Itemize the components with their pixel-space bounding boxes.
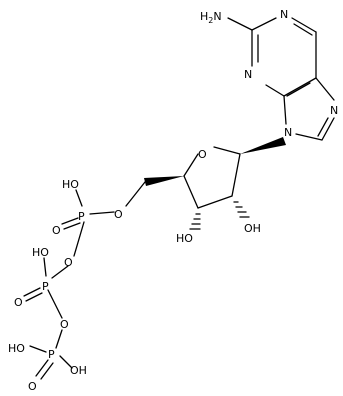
bond-oester-p1 <box>89 211 115 215</box>
bond-p3-o-double-a <box>35 359 49 377</box>
label-ho-p3: HO <box>8 342 25 355</box>
bond-p1-ho <box>75 189 83 207</box>
bond-c5-c4-double <box>286 82 311 97</box>
label-n7: N <box>330 104 338 117</box>
wedge-c1-n9 <box>240 137 286 154</box>
bond-n7-c8 <box>321 117 335 141</box>
bond-c2-nh2 <box>227 17 253 31</box>
wedge-c4-c5 <box>144 176 184 186</box>
label-o-p2-double: O <box>14 296 23 309</box>
label-o-bridge-2: O <box>60 318 69 331</box>
label-h2n: H2N <box>200 10 222 25</box>
bond-p1-obridge <box>73 221 85 257</box>
bond-c1-c2 <box>231 153 241 197</box>
hash-c3-ho <box>189 213 201 230</box>
bond-p1-o-double-b <box>63 222 81 230</box>
bond-c5-c4 <box>283 77 317 97</box>
label-ho-p1: HO <box>62 178 79 191</box>
label-p1: P <box>78 210 85 223</box>
bond-p1-o-double-a <box>61 217 79 225</box>
bond-p3-ho <box>29 345 47 353</box>
bond-c2-n1 <box>251 17 277 31</box>
bond-c5-n7 <box>315 77 335 101</box>
label-o-p1-double: O <box>52 224 61 237</box>
label-n3: N <box>244 68 252 81</box>
bond-n7-c8-double <box>317 117 329 137</box>
label-o4: O <box>198 148 207 161</box>
bond-n9-c4 <box>283 95 287 125</box>
bond-c8-n9 <box>295 133 323 141</box>
label-n1: N <box>280 8 288 21</box>
bond-p3-oh <box>59 355 73 369</box>
bond-obridge2-p3 <box>55 329 63 349</box>
label-n9: N <box>284 126 292 139</box>
bond-p2-o-double-b <box>25 292 43 302</box>
label-p3: P <box>48 348 55 361</box>
label-oh-c2: OH <box>244 222 261 235</box>
bond-p3-o-double-b <box>40 362 54 380</box>
bond-c5-oester <box>125 181 146 207</box>
bond-c4-n3 <box>265 84 285 97</box>
label-ho-c3: HO <box>176 232 193 245</box>
bond-c4-o4 <box>183 153 199 177</box>
bond-p2-o-double-a <box>23 287 41 297</box>
bond-o4-c1 <box>213 146 241 155</box>
label-ho-p2: HO <box>32 246 49 259</box>
label-o-ester: O <box>114 208 123 221</box>
label-p2: P <box>42 280 49 293</box>
bond-n1-c6 <box>291 17 317 33</box>
bond-c3-c4 <box>183 175 199 209</box>
bond-p2-obridge <box>47 289 63 319</box>
bond-c2-c3 <box>197 195 233 209</box>
hash-c2-oh <box>233 201 250 218</box>
bond-obridge1-p2 <box>51 265 69 279</box>
label-oh-p3: OH <box>70 364 87 377</box>
label-o-bridge-1: O <box>64 256 73 269</box>
bond-p2-ho <box>43 257 47 277</box>
bond-n1-c6-double <box>293 23 313 36</box>
label-o-p3-double: O <box>28 380 37 393</box>
